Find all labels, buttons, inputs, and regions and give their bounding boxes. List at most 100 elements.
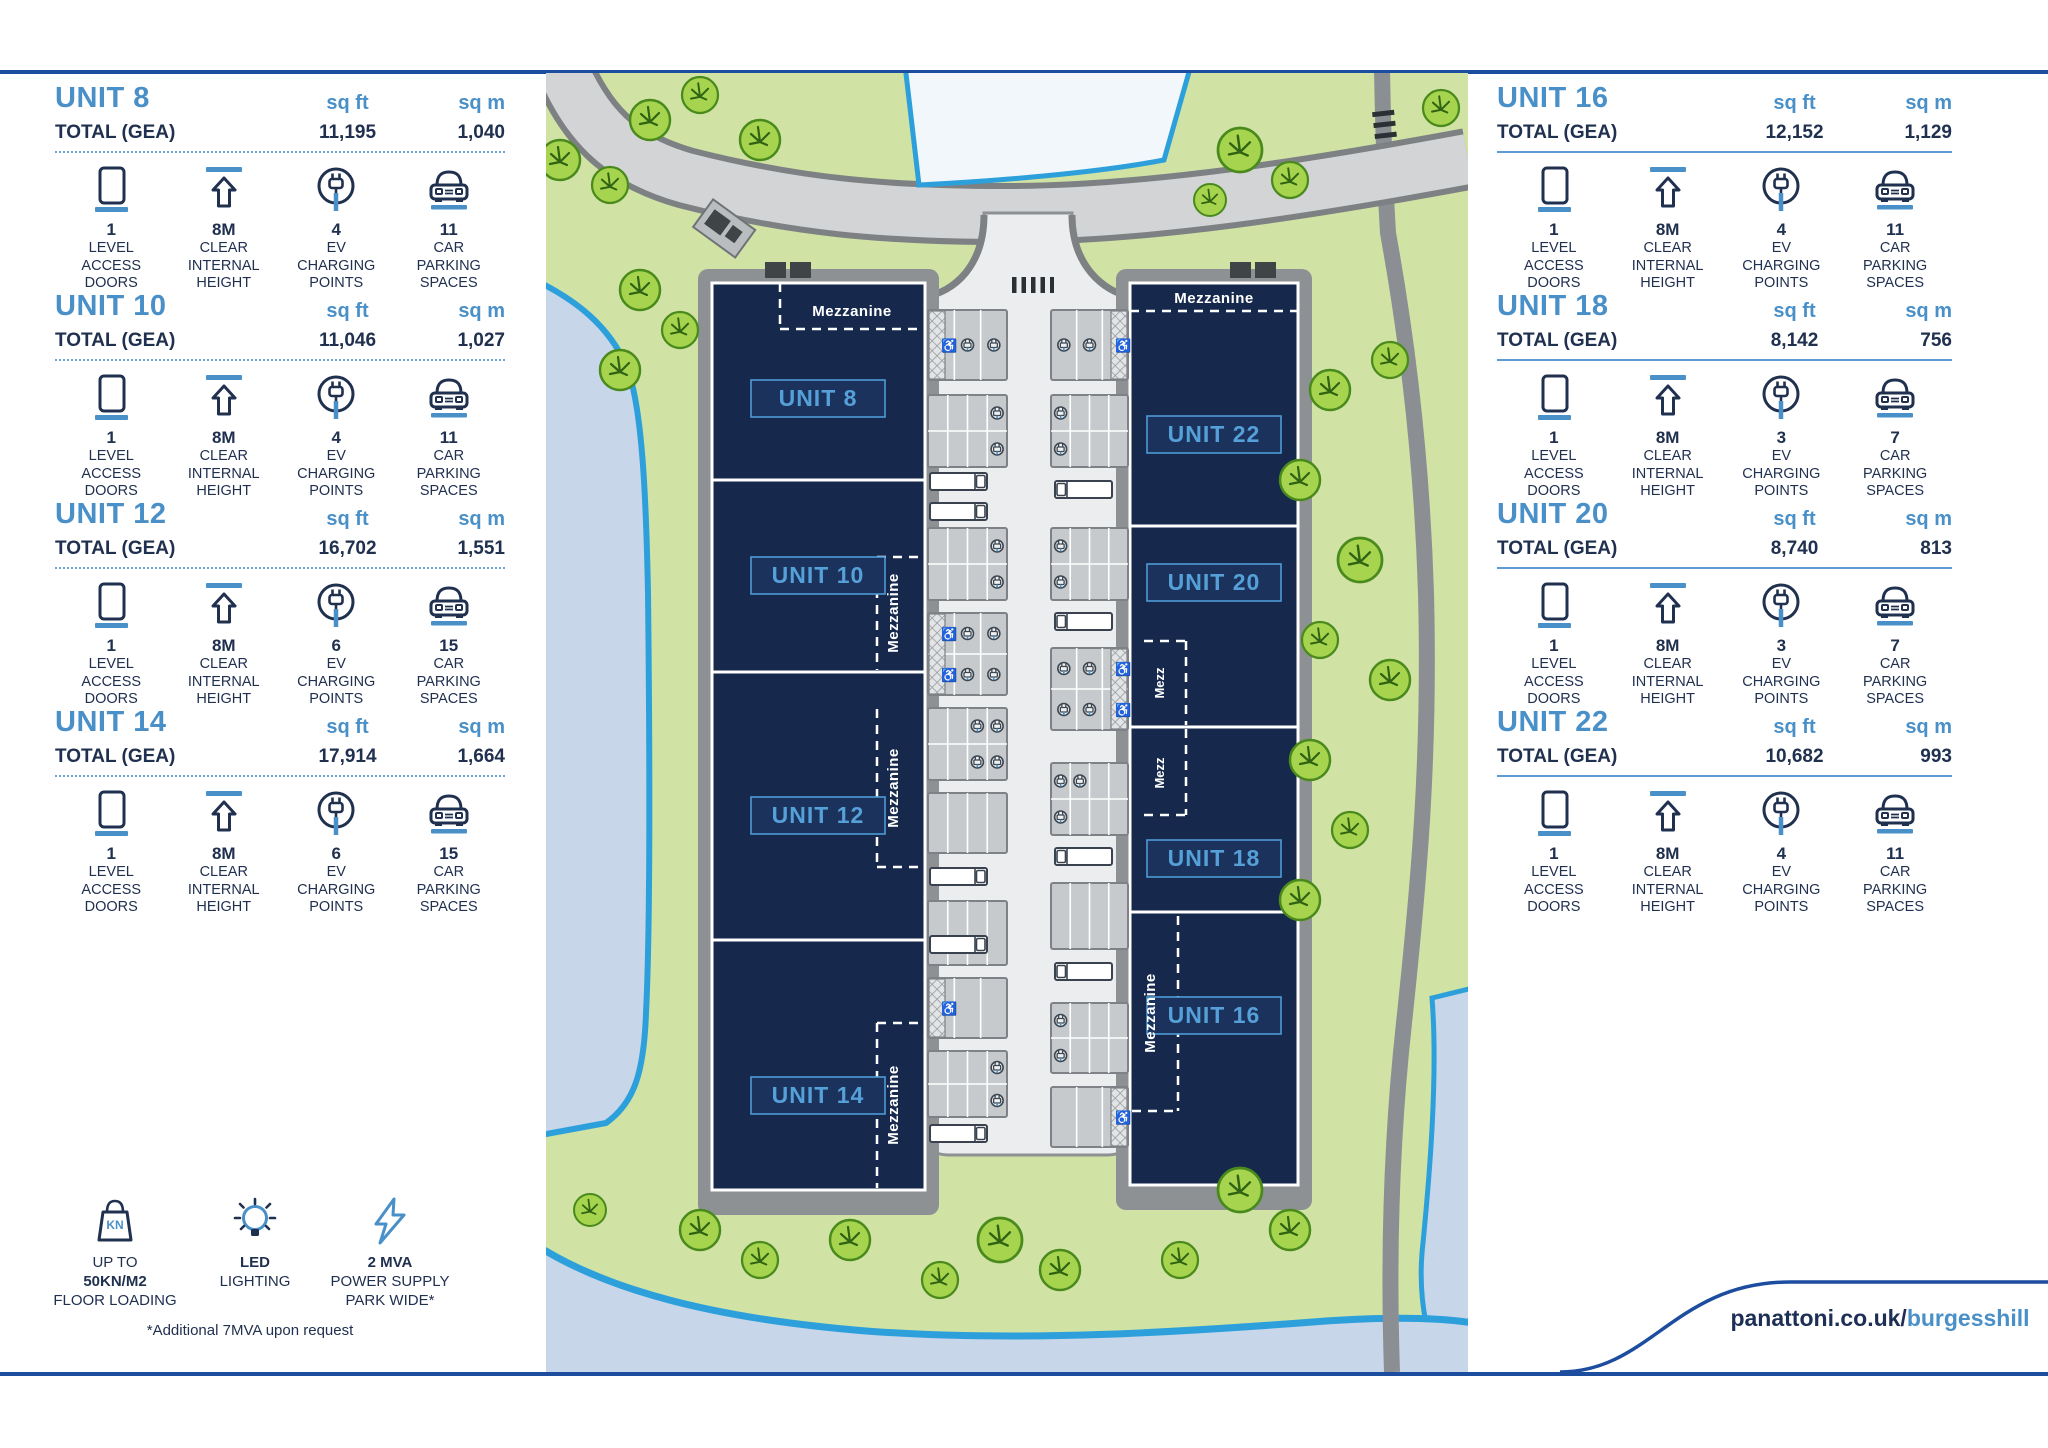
ev-charging-stat: 6 EV CHARGING POINTS — [280, 581, 393, 709]
height-arrow-icon — [1649, 791, 1686, 832]
car-icon — [429, 170, 469, 210]
ev-count: 6 — [331, 844, 341, 863]
mezzanine-label-u16: Mezzanine — [1142, 973, 1159, 1053]
map-unit18-label: UNIT 18 — [1168, 845, 1261, 871]
unit-spec-card: UNIT 8 sq ft sq m TOTAL (GEA) 11,195 1,0… — [55, 84, 505, 292]
map-decorations: ♿♿♿♿♿♿♿♿ — [546, 75, 1461, 1300]
parking-count: 11 — [439, 220, 458, 239]
door-icon — [95, 166, 129, 212]
mezzanine-labels: Mezzanine Mezzanine Mezzanine Mezzanine … — [812, 290, 1254, 1145]
mezzanine-label-u14: Mezzanine — [885, 1065, 902, 1145]
unit-title: UNIT 12 — [55, 498, 167, 530]
level-access-doors-stat: 1 LEVEL ACCESS DOORS — [55, 789, 168, 917]
card-divider — [55, 567, 505, 569]
power-footnote: *Additional 7MVA upon request — [146, 1322, 354, 1340]
mezzanine-outlines — [1130, 309, 1298, 1113]
level-access-doors-stat: 1 LEVEL ACCESS DOORS — [1497, 165, 1611, 293]
water-south — [546, 1246, 1468, 1372]
ev-count: 4 — [1776, 844, 1787, 863]
total-sqft-value: 11,195 — [318, 122, 377, 143]
parking-count: 7 — [1890, 636, 1900, 655]
car-parking-stat: 15 CAR PARKING SPACES — [393, 581, 506, 709]
height-value: 8M — [211, 220, 236, 239]
parking-count: 15 — [439, 844, 459, 863]
unit-spec-card: UNIT 10 sq ft sq m TOTAL (GEA) 11,046 1,… — [55, 292, 505, 500]
footer-url-prefix[interactable]: panattoni.co.uk/ — [1730, 1305, 1907, 1331]
unit-spec-card: UNIT 12 sq ft sq m TOTAL (GEA) 16,702 1,… — [55, 500, 505, 708]
doors-count: 1 — [1549, 636, 1559, 655]
car-icon — [1875, 378, 1915, 418]
site-features: KN UP TO 50KN/M2 FLOOR LOADING LED LIGHT… — [35, 1196, 465, 1339]
card-divider — [1497, 151, 1952, 153]
left-spec-panel: UNIT 8 sq ft sq m TOTAL (GEA) 11,195 1,0… — [55, 84, 505, 916]
car-icon — [429, 378, 469, 418]
total-gea-label: TOTAL (GEA) — [55, 330, 176, 351]
clear-height-stat: 8M CLEAR INTERNAL HEIGHT — [1611, 581, 1725, 709]
bin-stores — [765, 262, 1276, 278]
unit-title: UNIT 22 — [1497, 706, 1609, 738]
total-gea-label: TOTAL (GEA) — [55, 746, 176, 767]
door-icon — [95, 790, 129, 836]
car-icon — [1875, 586, 1915, 626]
total-sqft-value: 10,682 — [1765, 746, 1824, 767]
lightning-bolt-icon — [374, 1197, 406, 1245]
svg-text:♿: ♿ — [941, 338, 957, 353]
attenuation-pond — [903, 73, 1192, 188]
parking-count: 7 — [1890, 428, 1900, 447]
height-arrow-icon — [205, 167, 242, 208]
total-sqft-value: 8,740 — [1770, 538, 1819, 559]
car-icon — [1875, 170, 1915, 210]
water-west — [546, 282, 653, 1138]
ev-charging-stat: 4 EV CHARGING POINTS — [1725, 789, 1839, 917]
unit-title: UNIT 10 — [55, 290, 167, 322]
svg-text:KN: KN — [106, 1218, 123, 1232]
car-parking-stat: 7 CAR PARKING SPACES — [1838, 581, 1952, 709]
total-sqft-value: 17,914 — [318, 746, 377, 767]
car-icon — [1875, 794, 1915, 834]
footer-url-highlight[interactable]: burgesshill — [1907, 1305, 2030, 1331]
door-icon — [1537, 790, 1571, 836]
svg-text:♿: ♿ — [1115, 703, 1131, 718]
ev-count: 4 — [331, 220, 341, 239]
sqft-header: sq ft — [1773, 92, 1816, 114]
total-gea-label: TOTAL (GEA) — [55, 538, 176, 559]
door-icon — [1537, 374, 1571, 420]
sqft-header: sq ft — [1773, 716, 1816, 738]
ev-charging-stat: 3 EV CHARGING POINTS — [1725, 373, 1839, 501]
door-icon — [1537, 166, 1571, 212]
unit-title: UNIT 20 — [1497, 498, 1609, 530]
card-divider — [55, 775, 505, 777]
map-unit16-label: UNIT 16 — [1168, 1002, 1261, 1028]
level-access-doors-stat: 1 LEVEL ACCESS DOORS — [1497, 373, 1611, 501]
ev-count: 3 — [1776, 636, 1787, 655]
door-icon — [95, 374, 129, 420]
ev-count: 4 — [1776, 220, 1787, 239]
footer-url[interactable]: panattoni.co.uk/burgesshill — [1730, 1305, 2029, 1331]
map-unit14-label: UNIT 14 — [772, 1082, 865, 1108]
svg-text:♿: ♿ — [1115, 338, 1131, 353]
total-sqm-value: 756 — [1920, 330, 1952, 351]
sqm-header: sq m — [458, 716, 505, 738]
doors-count: 1 — [106, 844, 116, 863]
map-unit20-label: UNIT 20 — [1168, 569, 1261, 595]
ev-plug-icon — [317, 167, 355, 211]
car-parking-stat: 7 CAR PARKING SPACES — [1838, 373, 1952, 501]
clear-height-stat: 8M CLEAR INTERNAL HEIGHT — [168, 581, 281, 709]
site-plan-map: UNIT 8 UNIT 10 UNIT 12 UNIT 14 UNIT 22 U… — [546, 73, 1468, 1372]
clear-height-stat: 8M CLEAR INTERNAL HEIGHT — [1611, 373, 1725, 501]
sqft-header: sq ft — [1773, 508, 1816, 530]
total-gea-label: TOTAL (GEA) — [55, 122, 176, 143]
level-access-doors-stat: 1 LEVEL ACCESS DOORS — [1497, 581, 1611, 709]
total-sqft-value: 12,152 — [1765, 122, 1824, 143]
total-gea-label: TOTAL (GEA) — [1497, 746, 1618, 767]
height-value: 8M — [1655, 844, 1680, 863]
ev-count: 4 — [331, 428, 341, 447]
doors-count: 1 — [1549, 844, 1559, 863]
total-gea-label: TOTAL (GEA) — [1497, 538, 1618, 559]
mezzanine-label-u22: Mezzanine — [1174, 290, 1254, 307]
water-bodies — [546, 282, 1468, 1372]
ev-charging-stat: 3 EV CHARGING POINTS — [1725, 581, 1839, 709]
total-sqm-value: 1,040 — [457, 122, 505, 143]
mezz-label-u20: Mezz — [1152, 667, 1167, 699]
doors-count: 1 — [106, 428, 116, 447]
